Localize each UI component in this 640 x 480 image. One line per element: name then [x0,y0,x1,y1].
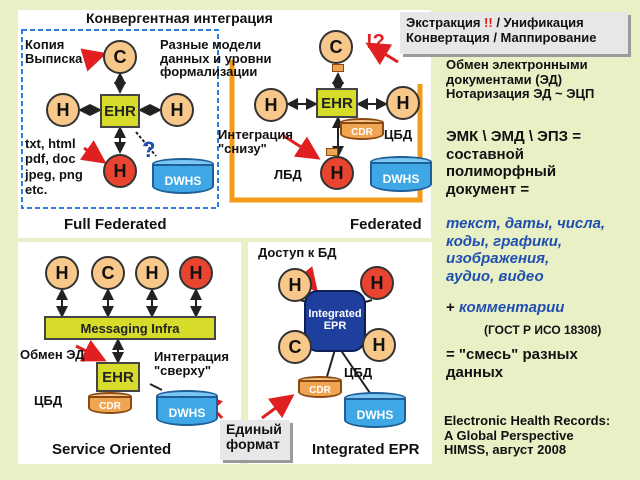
q4-cbd-label: ЦБД [344,365,373,380]
integrated-epr-label: Integrated EPR [312,441,420,458]
q3-node-h-2: H [135,256,169,290]
q3-node-h-red: H [179,256,213,290]
q4-node-h-red: H [360,266,394,300]
q4-node-h-topleft: H [278,268,312,302]
full-federated-label: Full Federated [64,216,167,233]
service-oriented-label: Service Oriented [52,441,172,458]
q4-cdr: CDR [298,376,342,398]
integration-bottom-label: Интеграция "снизу" [218,127,293,156]
node-c: C [103,40,137,74]
q3-node-h-1: H [45,256,79,290]
q2-cdr-stub-top [332,64,344,72]
callout-unified-format: Единый формат [220,420,290,460]
q4-node-h-bottomright: H [362,328,396,362]
q3-cbd-label: ЦБД [34,393,63,408]
q4-node-c: C [278,330,312,364]
mix-statement: = "смесь" разных данных [446,346,578,381]
callout-extraction: Экстракция !! / Унификация Конвертация /… [400,12,628,54]
comments-line: + комментарии [446,299,565,316]
models-label: Разные модели данных и уровни формализац… [160,37,272,80]
double-exclaim: !! [484,15,493,30]
messaging-infra-bar: Messaging Infra [44,316,216,340]
q3-ehr-box: EHR [96,362,140,392]
lbd-label: ЛБД [274,167,302,182]
access-db-label: Доступ к БД [258,245,337,260]
q2-node-h-left: H [254,88,288,122]
q2-node-c: C [319,30,353,64]
q2-cbd-label: ЦБД [384,127,413,142]
q2-cdr-stub-bottom [326,148,338,156]
q2-dwhs-database: DWHS [370,156,432,192]
q2-cdr: CDR [340,118,384,140]
node-h-left: H [46,93,80,127]
federated-orange-bracket [229,60,423,203]
q4-dwhs-database: DWHS [344,392,406,428]
emk-content-types: текст, даты, числа, коды, графики, изобр… [446,215,606,286]
full-federated-dashed-frame [21,29,219,209]
q2-node-h-red: H [320,156,354,190]
integrated-epr-diamond: Integrated EPR [304,290,366,352]
node-h-right: H [160,93,194,127]
q2-node-h-right: H [386,86,420,120]
exclaim-mark: !? [366,31,385,53]
q1-title: Конвергентная интеграция [86,10,273,26]
copy-label: Копия Выписка [25,37,83,66]
exchange-notarization: Обмен электронными документами (ЭД) Нота… [446,57,595,102]
dwhs-database: DWHS [152,158,214,194]
question-mark: ? [142,137,156,162]
integration-top-label: Интеграция "сверху" [154,349,229,378]
gost-reference: (ГОСТ Р ИСО 18308) [484,323,602,337]
q2-ehr-box: EHR [316,88,358,118]
formats-label: txt, html pdf, doc jpeg, png etc. [25,136,83,197]
node-h-red: H [103,154,137,188]
federated-label: Federated [350,216,422,233]
ehr-box: EHR [100,94,140,128]
q3-dwhs-database: DWHS [156,390,218,426]
exchange-ed-label: Обмен ЭД [20,347,85,362]
emk-definition: ЭМК \ ЭМД \ ЭПЗ = составной полиморфный … [446,128,581,199]
himss-reference: Electronic Health Records: A Global Pers… [444,413,611,458]
q3-cdr: CDR [88,392,132,414]
integrated-epr-text: Integrated EPR [308,308,362,332]
q3-node-c: C [91,256,125,290]
